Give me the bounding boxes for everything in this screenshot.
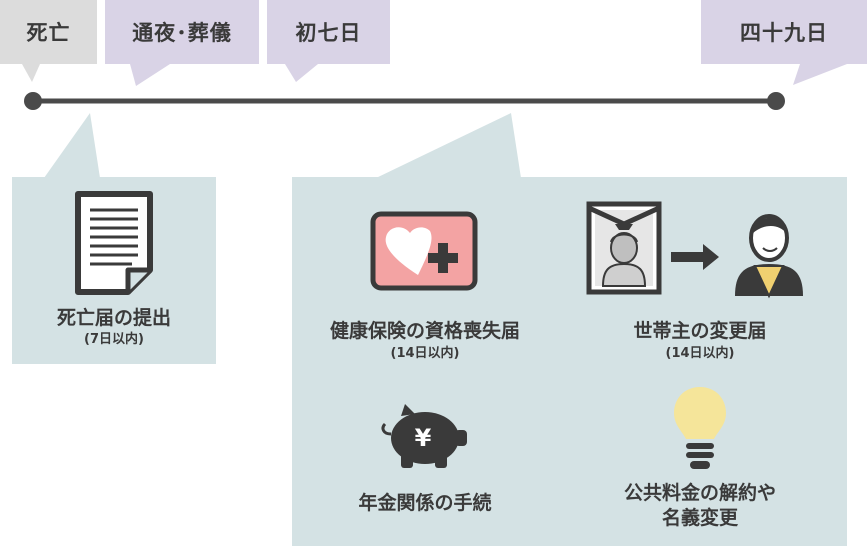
householder-change-icon	[586, 201, 803, 299]
panel-pointer-right	[376, 113, 521, 178]
stage-tag-funeral: 通夜･葬儀	[105, 0, 259, 64]
health-insurance-card-icon	[370, 211, 478, 291]
panel-pointer-left	[44, 113, 100, 178]
householder-change-title: 世帯主の変更届	[633, 320, 767, 342]
tag-pointer-first-week	[285, 64, 318, 82]
piggy-bank-yen-icon: ¥	[381, 404, 467, 468]
householder-change-deadline: (14日以内)	[665, 346, 735, 361]
tag-pointer-death	[22, 64, 40, 82]
tag-pointer-funeral	[130, 64, 170, 86]
timeline-start-dot	[24, 92, 42, 110]
health-insurance-title: 健康保険の資格喪失届	[329, 320, 520, 342]
death-notice-deadline: (7日以内)	[84, 332, 144, 347]
utilities-title-line2: 名義変更	[661, 507, 738, 529]
utilities-title-line1: 公共料金の解約や	[623, 482, 776, 504]
stage-tag-first-week: 初七日	[267, 0, 390, 64]
document-icon	[75, 191, 153, 295]
stage-tag-49th-day: 四十九日	[701, 0, 867, 64]
tag-pointer-49th-day	[793, 64, 847, 85]
svg-text:¥: ¥	[415, 424, 432, 452]
death-notice-title: 死亡届の提出	[56, 307, 171, 329]
lightbulb-icon	[674, 387, 726, 469]
stage-tag-death: 死亡	[0, 0, 97, 64]
pension-title: 年金関係の手続	[358, 492, 492, 514]
timeline-end-dot	[767, 92, 785, 110]
health-insurance-deadline: (14日以内)	[390, 346, 460, 361]
